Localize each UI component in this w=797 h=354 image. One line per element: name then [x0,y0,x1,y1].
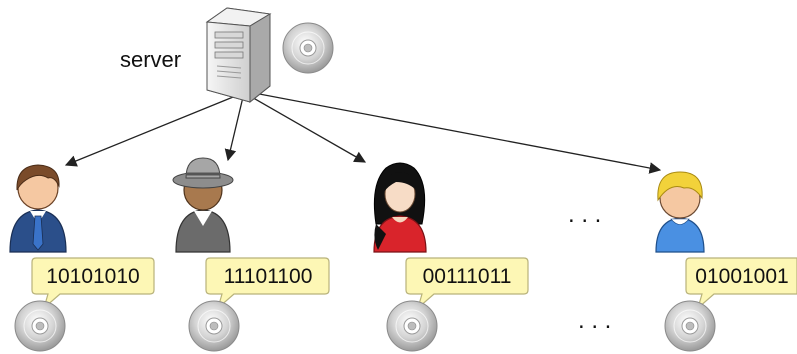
hat-man-avatar-icon [172,157,234,253]
arrows [64,92,662,174]
server-cd-disc-icon [282,22,334,74]
client-4-cd-disc-icon [664,300,716,352]
client-1-cd-disc-icon [14,300,66,352]
bits-client-3: 00111011 [423,265,512,288]
client-3-cd-disc-icon [386,300,438,352]
arrow-to-client-2 [224,96,244,162]
server-label: server [120,47,181,72]
server-tower-icon [205,7,272,104]
ellipsis-bottom: . . . [578,307,611,334]
woman-avatar-icon [373,162,427,253]
bits-client-2: 11101100 [224,265,313,288]
client-2-cd-disc-icon [188,300,240,352]
callout-client-3: 00111011 [405,257,529,310]
bits-client-1: 10101010 [46,265,139,288]
ellipsis-top: . . . [568,201,601,228]
arrow-to-client-3 [247,94,367,163]
bits-client-4: 01001001 [695,265,788,288]
callout-client-4: 01001001 [685,257,797,310]
arrow-to-client-4 [253,92,662,174]
callout-client-2: 11101100 [205,257,330,310]
callout-client-1: 10101010 [31,257,155,310]
arrow-to-client-1 [64,94,239,167]
businessman-avatar-icon [9,164,67,253]
blond-person-avatar-icon [655,171,705,253]
